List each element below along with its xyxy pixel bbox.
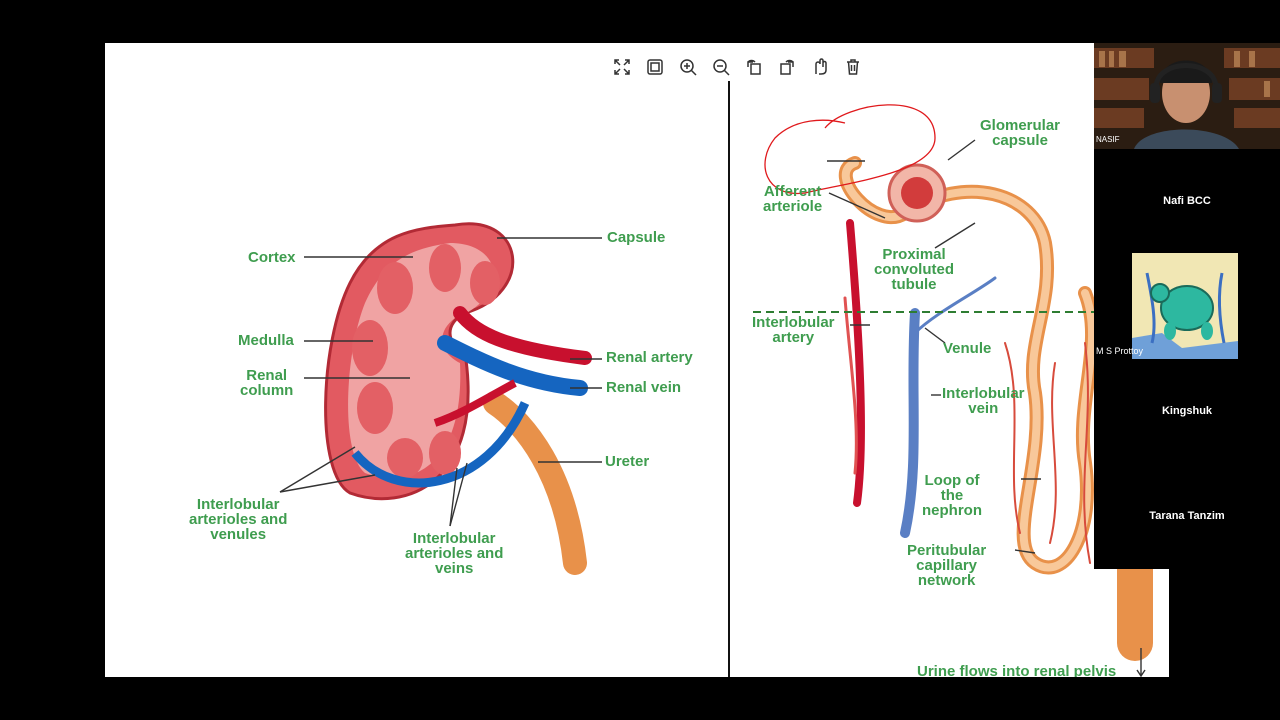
zoom-out-icon[interactable] (709, 55, 733, 79)
label-renal-vein: Renal vein (606, 379, 682, 396)
participant-tile[interactable]: Tarana Tanzim (1149, 510, 1225, 522)
label-renal-artery: Renal artery (606, 349, 693, 366)
label-ureter: Ureter (605, 453, 650, 470)
label-proximal-tubule: Proximal convoluted tubule (874, 246, 955, 293)
label-interlobular-vein: Interlobular vein (942, 385, 1025, 417)
label-interlobular-arterioles-veins: Interlobular arterioles and veins (405, 530, 504, 577)
participant-tile[interactable]: Nafi BCC (1163, 195, 1211, 207)
participants-panel: NASIF Nafi BCC M S Prottoy Kingshuk Tara… (1094, 43, 1280, 569)
label-cortex: Cortex (248, 249, 296, 266)
slide-viewer: Cortex Capsule Medulla Renal artery Rena… (105, 43, 1169, 677)
video-feed (1094, 43, 1280, 149)
slide-divider (728, 81, 730, 677)
delete-icon[interactable] (841, 55, 865, 79)
participant-video-tile[interactable]: NASIF (1094, 43, 1280, 149)
label-glomerular-capsule: Glomerular capsule (980, 117, 1061, 149)
label-capsule: Capsule (607, 229, 666, 246)
viewer-toolbar (610, 55, 865, 79)
participant-tile[interactable]: Kingshuk (1161, 405, 1213, 417)
label-peritubular-network: Peritubular capillary network (907, 542, 987, 589)
zoom-in-icon[interactable] (676, 55, 700, 79)
label-renal-column: Renal column (240, 367, 294, 399)
participant-name-tag: NASIF (1096, 135, 1120, 144)
label-interlobular-arterioles-venules: Interlobular arterioles and venules (189, 496, 288, 543)
label-venule: Venule (943, 340, 992, 357)
participant-avatar-tile[interactable] (1132, 253, 1238, 359)
label-afferent-arteriole: Afferent arteriole (763, 183, 823, 215)
fullscreen-icon[interactable] (610, 55, 634, 79)
rotate-left-icon[interactable] (742, 55, 766, 79)
label-urine-flow: Urine flows into renal pelvis (917, 663, 1117, 677)
pan-hand-icon[interactable] (808, 55, 832, 79)
label-medulla: Medulla (238, 332, 294, 349)
kidney-illustration (279, 104, 1153, 677)
turtle-avatar (1132, 253, 1238, 359)
label-interlobular-artery: Interlobular artery (752, 314, 835, 346)
rotate-right-icon[interactable] (775, 55, 799, 79)
label-loop-of-nephron: Loop of the nephron (922, 472, 982, 519)
fit-page-icon[interactable] (643, 55, 667, 79)
participant-name-tag: M S Prottoy (1096, 346, 1144, 356)
